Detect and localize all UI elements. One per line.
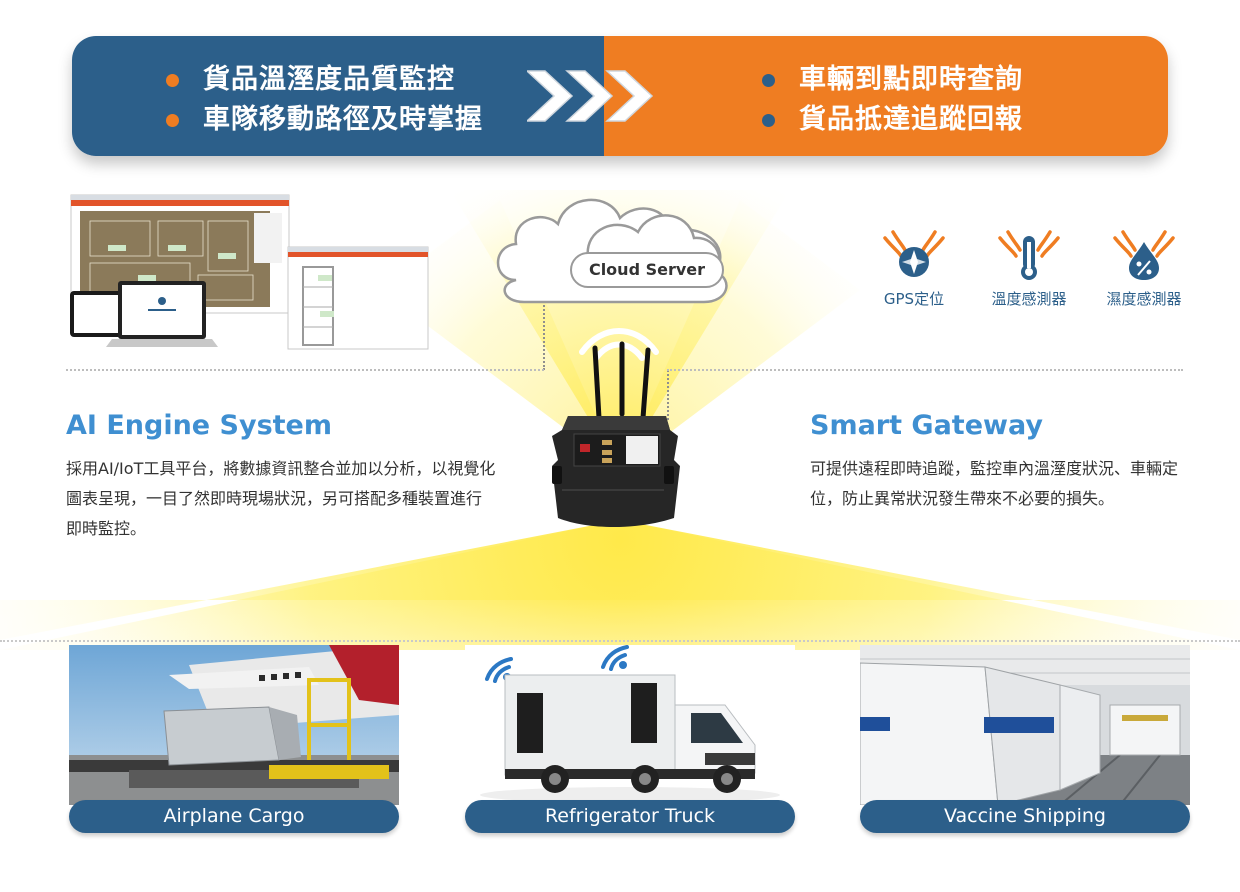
cloud-server-label: Cloud Server xyxy=(570,252,724,288)
banner-left-item: 貨品溫溼度品質監控 xyxy=(166,60,483,100)
ai-engine-description: 採用AI/IoT工具平台，將數據資訊整合並加以分析，以視覺化圖表呈現，一目了然即… xyxy=(66,459,496,538)
bullet-icon xyxy=(762,73,775,87)
banner-right-item: 貨品抵達追蹤回報 xyxy=(762,100,1023,140)
smart-gateway-description: 可提供遠程即時追蹤，監控車內溫溼度狀況、車輛定位，防止異常狀況發生帶來不必要的損… xyxy=(810,459,1179,508)
banner-right-panel: 車輛到點即時查詢 貨品抵達追蹤回報 xyxy=(604,36,1168,156)
sensor-label: 濕度感測器 xyxy=(1106,290,1182,308)
gateway-device-illustration xyxy=(552,341,680,527)
divider-dotted xyxy=(66,369,544,371)
vaccine-shipping-label: Vaccine Shipping xyxy=(860,800,1190,833)
banner-item-text: 貨品抵達追蹤回報 xyxy=(799,104,1023,135)
divider-dotted xyxy=(0,640,1240,642)
connector-line xyxy=(543,282,545,370)
gps-compass-icon xyxy=(883,230,945,277)
bullet-icon xyxy=(166,113,179,127)
banner-item-text: 車輛到點即時查詢 xyxy=(799,64,1023,95)
connector-line xyxy=(667,370,669,420)
vaccine-shipping-image xyxy=(860,645,1190,805)
banner-item-text: 車隊移動路徑及時掌握 xyxy=(203,104,483,135)
sensor-humidity: 濕度感測器 xyxy=(1096,226,1192,309)
dashboard-devices-illustration xyxy=(70,194,429,350)
sensor-label: GPS定位 xyxy=(883,290,945,308)
sensor-gps: GPS定位 xyxy=(866,226,962,309)
smart-gateway-title: Smart Gateway xyxy=(810,410,1043,441)
hero-banner: 貨品溫溼度品質監控 車隊移動路徑及時掌握 車輛到點即時查詢 貨品抵達追蹤回報 xyxy=(72,36,1168,156)
chevrons-right-icon xyxy=(527,70,654,122)
airplane-cargo-label: Airplane Cargo xyxy=(69,800,399,833)
bullet-icon xyxy=(166,73,179,87)
banner-left-list: 貨品溫溼度品質監控 車隊移動路徑及時掌握 xyxy=(166,60,483,140)
airplane-cargo-image xyxy=(69,645,399,805)
banner-left-panel: 貨品溫溼度品質監控 車隊移動路徑及時掌握 xyxy=(72,36,604,156)
ai-engine-title: AI Engine System xyxy=(66,410,332,441)
sensor-temperature: 溫度感測器 xyxy=(981,226,1077,309)
divider-dotted xyxy=(667,369,1183,371)
sensor-label: 溫度感測器 xyxy=(991,290,1067,308)
cloud-icon xyxy=(496,198,728,304)
thermometer-icon xyxy=(998,230,1060,280)
refrigerator-truck-image xyxy=(465,645,795,805)
refrigerator-truck-label: Refrigerator Truck xyxy=(465,800,795,833)
banner-right-item: 車輛到點即時查詢 xyxy=(762,60,1023,100)
wifi-signal-icon xyxy=(579,328,659,361)
banner-right-list: 車輛到點即時查詢 貨品抵達追蹤回報 xyxy=(762,60,1023,140)
humidity-drop-icon xyxy=(1113,230,1175,280)
banner-item-text: 貨品溫溼度品質監控 xyxy=(203,64,455,95)
bullet-icon xyxy=(762,113,775,127)
banner-left-item: 車隊移動路徑及時掌握 xyxy=(166,100,483,140)
